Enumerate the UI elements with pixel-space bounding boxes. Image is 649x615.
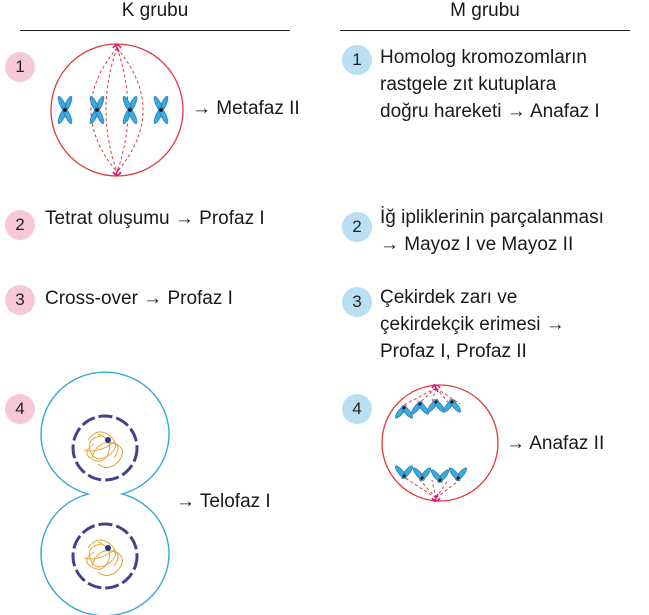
m-item-3-text: Çekirdek zarı ve çekirdekçik erimesi → P… xyxy=(380,284,565,365)
anaphase-ii-cell-diagram xyxy=(381,383,499,503)
m-item-2-text: İğ ipliklerinin parçalanması → Mayoz I v… xyxy=(380,204,604,258)
m-item-1-number: 1 xyxy=(342,45,372,75)
centriole-top xyxy=(431,383,441,393)
spindle-fibers xyxy=(401,387,463,499)
centriole-bottom xyxy=(431,493,441,503)
chromatids-bottom xyxy=(394,465,468,483)
cell-membrane xyxy=(50,43,184,177)
m-item-2-line-1: İğ ipliklerinin parçalanması xyxy=(380,207,604,228)
chromosomes xyxy=(57,96,169,124)
m-item-3-line-3: Profaz I, Profaz II xyxy=(380,341,527,362)
centriole-top xyxy=(112,43,122,53)
m-item-3-line-2: çekirdekçik erimesi → xyxy=(380,314,565,335)
m-group-header: M grubu xyxy=(450,0,520,21)
m-item-4-label: → Anafaz II xyxy=(506,433,605,454)
nucleus-bottom xyxy=(71,522,139,590)
m-item-1-line-3: doğru hareketi → Anafaz I xyxy=(380,101,600,122)
k-item-3-label: Cross-over → Profaz I xyxy=(45,288,233,309)
k-item-4-number: 4 xyxy=(5,394,35,424)
m-group-header-rule xyxy=(340,30,630,31)
k-item-1-number: 1 xyxy=(5,52,35,82)
m-item-4-number: 4 xyxy=(342,394,372,424)
k-item-1-label: → Metafaz II xyxy=(192,98,300,119)
m-item-2-number: 2 xyxy=(342,212,372,242)
k-item-2-label: Tetrat oluşumu → Profaz I xyxy=(45,208,265,229)
m-item-3-number: 3 xyxy=(342,287,372,317)
k-group-header: K grubu xyxy=(121,0,189,21)
m-item-1-text: Homolog kromozomların rastgele zıt kutup… xyxy=(380,44,600,125)
dividing-cell-outline xyxy=(40,371,170,615)
metaphase-ii-cell-diagram xyxy=(50,43,184,177)
cell-membrane xyxy=(381,384,499,502)
m-item-3-line-1: Çekirdek zarı ve xyxy=(380,287,518,308)
m-item-1-line-1: Homolog kromozomların xyxy=(380,47,587,68)
k-item-2-number: 2 xyxy=(5,210,35,240)
m-item-1-line-2: rastgele zıt kutuplara xyxy=(380,74,557,95)
centriole-bottom xyxy=(112,167,122,177)
k-item-4-label: → Telofaz I xyxy=(176,491,271,512)
m-item-2-line-2: → Mayoz I ve Mayoz II xyxy=(380,234,574,255)
k-group-header-rule xyxy=(20,30,290,31)
nucleus-top xyxy=(71,414,139,482)
k-item-3-number: 3 xyxy=(5,285,35,315)
telophase-i-cell-diagram xyxy=(40,371,170,615)
